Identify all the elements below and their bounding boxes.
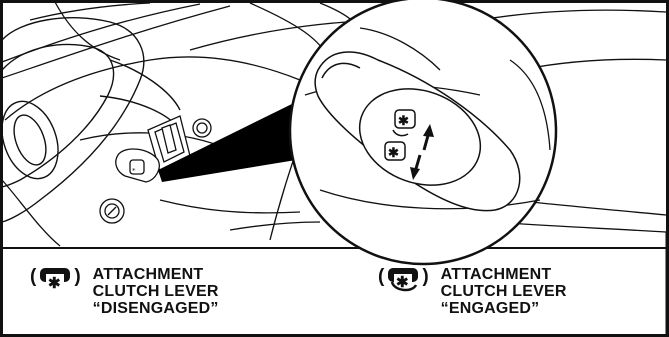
legend-line-2: CLUTCH LEVER — [440, 283, 567, 300]
clutch-disengaged-icon: ✱ — [38, 266, 72, 297]
legend-line-1: ATTACHMENT — [92, 266, 204, 283]
legend-disengaged: ( ✱ ) ATTACHMENT CLUTCH LEVER “DISENGAGE… — [30, 266, 219, 317]
close-paren: ) — [422, 266, 429, 287]
clutch-engaged-icon: ✱ — [386, 266, 420, 299]
legend-line-3: “DISENGAGED” — [92, 300, 219, 317]
legend-line-1: ATTACHMENT — [440, 266, 552, 283]
open-paren: ( — [378, 266, 385, 287]
svg-text:✱: ✱ — [398, 113, 409, 128]
up-arrow-icon — [422, 124, 434, 151]
legend-line-2: CLUTCH LEVER — [92, 283, 219, 300]
svg-text:⁎: ⁎ — [132, 166, 136, 173]
clutch-disengage-icon: ✱ — [392, 109, 416, 137]
legend-line-3: “ENGAGED” — [440, 300, 540, 317]
close-paren: ) — [74, 266, 81, 287]
legend-text: ATTACHMENT CLUTCH LEVER “ENGAGED” — [441, 266, 567, 317]
svg-text:✱: ✱ — [388, 145, 399, 160]
svg-text:✱: ✱ — [396, 274, 409, 291]
small-clutch-lever: ⁎ — [115, 148, 160, 183]
down-arrow-icon — [410, 154, 422, 180]
ignition-knob — [99, 198, 125, 224]
clutch-lever-handle — [314, 51, 521, 212]
open-paren: ( — [30, 266, 37, 287]
switch-panel — [147, 115, 212, 173]
callout-pointer — [158, 100, 300, 182]
steering-wheel — [1, 17, 181, 223]
legend-text: ATTACHMENT CLUTCH LEVER “DISENGAGED” — [93, 266, 219, 317]
legend-row: ( ✱ ) ATTACHMENT CLUTCH LEVER “DISENGAGE… — [0, 248, 669, 337]
legend-engaged: ( ✱ ) ATTACHMENT CLUTCH LEVER “ENGAGED” — [378, 266, 567, 317]
clutch-engage-icon: ✱ — [384, 141, 406, 161]
svg-text:✱: ✱ — [48, 275, 61, 292]
